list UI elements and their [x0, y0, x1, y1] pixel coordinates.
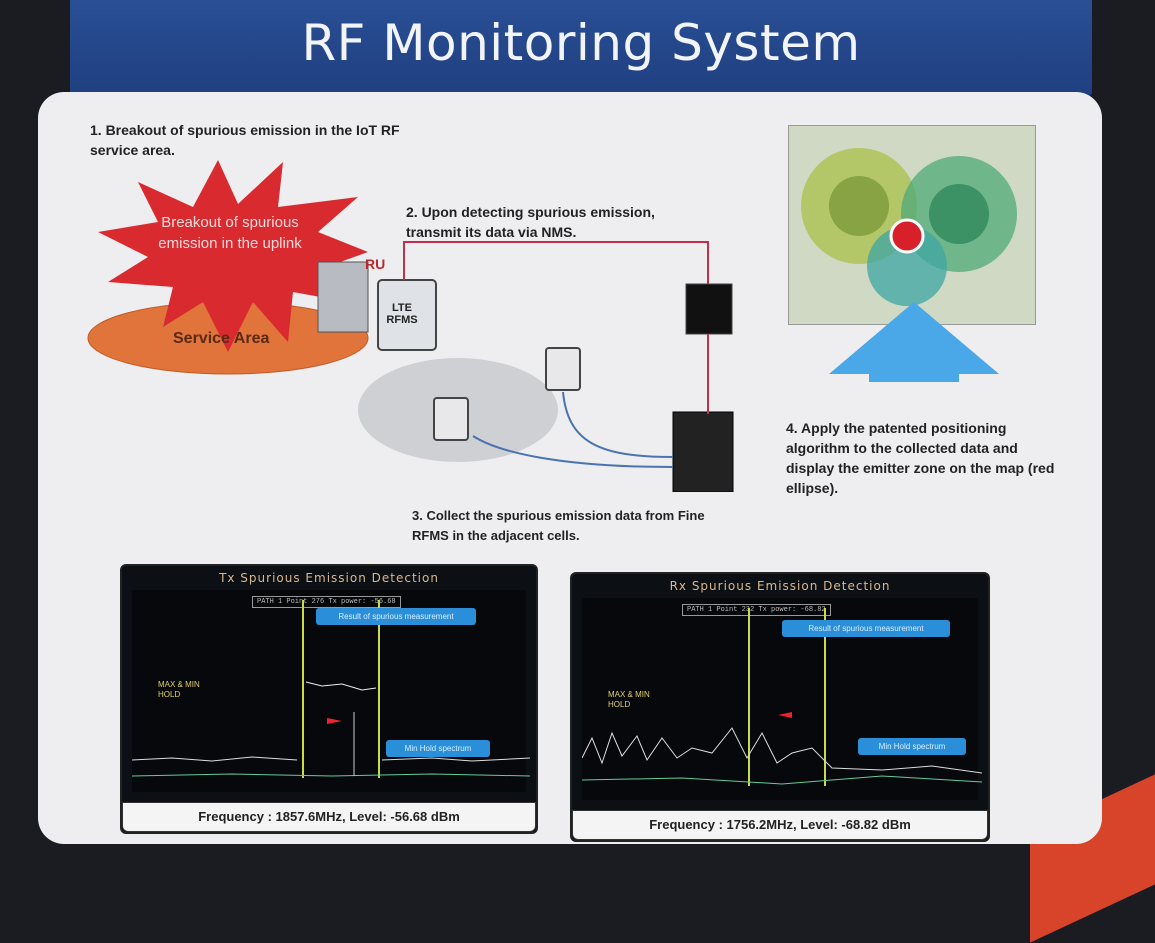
burst-shape	[98, 160, 368, 352]
tx-path-readout: PATH 1 Point 276 Tx power: -56.68	[252, 596, 401, 608]
system-diagram	[87, 160, 734, 492]
ru-label: RU	[365, 256, 386, 272]
step-2-text: 2. Upon detecting spurious emission, tra…	[406, 204, 655, 240]
nms-monitor-icon	[685, 283, 733, 335]
server-icon	[672, 411, 734, 492]
poster-panel: 1. Breakout of spurious emission in the …	[38, 92, 1102, 844]
up-arrow-icon	[829, 302, 999, 382]
rx-min-callout: Min Hold spectrum	[858, 738, 966, 755]
title-banner: RF Monitoring System	[70, 0, 1092, 96]
burst-label: Breakout of spurious emission in the upl…	[158, 214, 302, 252]
rx-frequency-readout: Frequency : 1756.2MHz, Level: -68.82 dBm	[572, 810, 988, 840]
rx-path-readout: PATH 1 Point 232 Tx power: -68.82	[682, 604, 831, 616]
tx-spectrum-panel: Tx Spurious Emission Detection PATH 1 Po…	[120, 564, 538, 834]
rx-title: Rx Spurious Emission Detection	[669, 579, 891, 593]
service-area-label: Service Area	[173, 330, 270, 347]
tx-min-callout: Min Hold spectrum	[386, 740, 490, 757]
tx-spectrum-plot: PATH 1 Point 276 Tx power: -56.68 Result…	[132, 590, 530, 792]
step-1-text: 1. Breakout of spurious emission in the …	[90, 122, 400, 158]
rx-spectrum-plot: PATH 1 Point 232 Tx power: -68.82 Result…	[582, 598, 982, 800]
tx-title: Tx Spurious Emission Detection	[219, 571, 439, 585]
step-4-text: 4. Apply the patented positioning algori…	[786, 420, 1055, 496]
tx-hold-label: MAX & MIN HOLD	[158, 680, 200, 699]
rfms-label: LTE RFMS	[386, 302, 418, 326]
step-3-text: 3. Collect the spurious emission data fr…	[412, 508, 705, 543]
rx-result-callout: Result of spurious measurement	[782, 620, 950, 637]
rx-spectrum-panel: Rx Spurious Emission Detection PATH 1 Po…	[570, 572, 990, 842]
rx-hold-label: MAX & MIN HOLD	[608, 690, 650, 709]
page-title: RF Monitoring System	[301, 14, 861, 72]
fine-rfms-icon	[433, 397, 469, 441]
emitter-zone-marker	[889, 218, 925, 254]
map-view	[788, 125, 1036, 325]
tx-frequency-readout: Frequency : 1857.6MHz, Level: -56.68 dBm	[122, 802, 536, 832]
tx-result-callout: Result of spurious measurement	[316, 608, 476, 625]
fine-rfms-icon	[545, 347, 581, 391]
ru-unit-icon	[317, 261, 369, 333]
rfms-unit-icon	[377, 279, 437, 351]
